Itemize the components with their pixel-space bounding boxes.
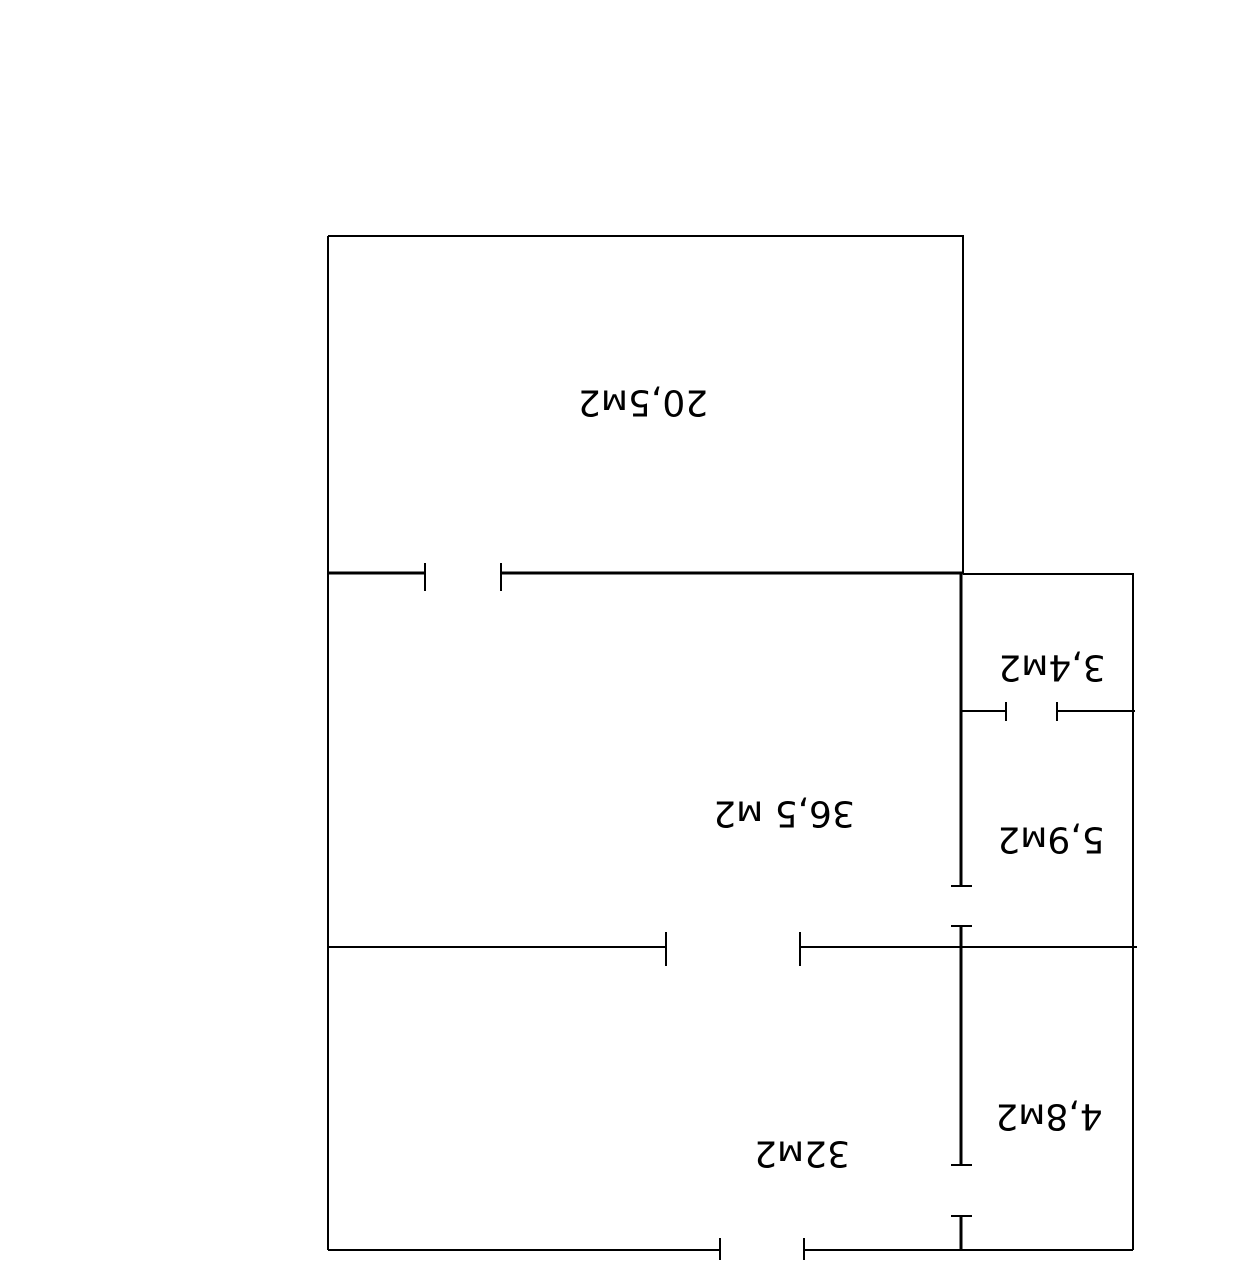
room-area-label: 5,9м2: [997, 819, 1104, 860]
annex-outer-wall: [963, 573, 1134, 1250]
top-room-wall: [328, 235, 964, 574]
room-area-label: 36,5 м2: [713, 793, 855, 834]
room-area-label: 32м2: [754, 1133, 850, 1174]
room-area-label: 3,4м2: [998, 647, 1105, 688]
room-area-label: 20,5м2: [578, 382, 708, 423]
room-area-label: 4,8м2: [995, 1096, 1102, 1137]
